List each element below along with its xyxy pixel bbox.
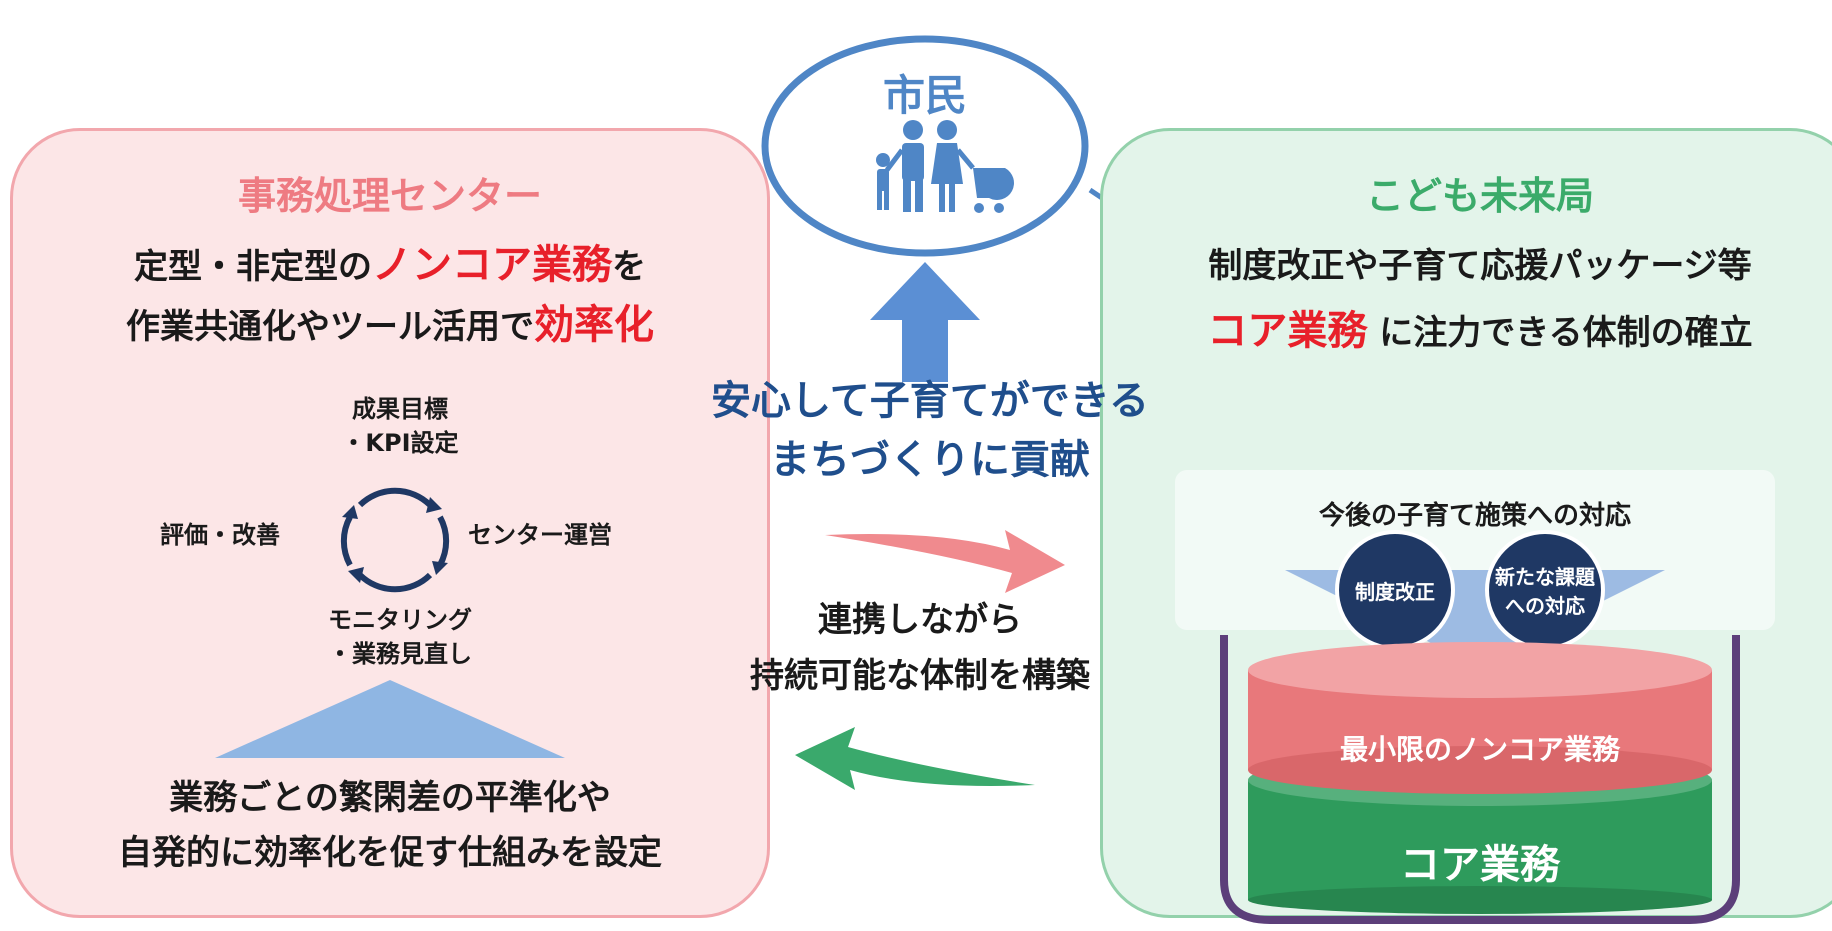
cycle-bottom-line2: ・業務見直し bbox=[328, 640, 472, 668]
right-headline-line2: コア業務 に注力できる体制の確立 bbox=[1100, 298, 1832, 356]
right-headline-line1: 制度改正や子育て応援パッケージ等 bbox=[1208, 246, 1752, 286]
left-panel bbox=[10, 128, 770, 918]
right-curved-arrow bbox=[825, 530, 1065, 593]
left-up-arrow bbox=[215, 680, 565, 758]
cycle-right-label: センター運営 bbox=[468, 521, 612, 549]
left-line1-pre: 定型・非定型の bbox=[134, 247, 372, 287]
policy-header: 今後の子育て施策への対応 bbox=[1318, 501, 1631, 531]
citizen-ellipse bbox=[761, 35, 1089, 257]
contribution-line2: まちづくりに貢献 bbox=[770, 437, 1090, 483]
policy-circle-1: 制度改正 bbox=[1335, 530, 1455, 650]
policy-circle-2-line1: 新たな課題 bbox=[1495, 565, 1595, 589]
left-line1-red: ノンコア業務 bbox=[372, 242, 612, 288]
left-panel-title: 事務処理センター bbox=[237, 174, 542, 218]
policy-circle-2-line2: への対応 bbox=[1505, 594, 1585, 618]
left-line2-red: 効率化 bbox=[534, 302, 654, 348]
policy-circle-1-label: 制度改正 bbox=[1355, 579, 1435, 604]
right-panel-title: こども未来局 bbox=[1365, 174, 1594, 218]
center-up-arrow bbox=[870, 262, 980, 382]
citizen-label: 市民 bbox=[882, 71, 967, 120]
right-line2-red: コア業務 bbox=[1207, 308, 1368, 354]
left-bottom-line1: 業務ごとの繁閑差の平準化や bbox=[169, 778, 611, 818]
left-curved-arrow bbox=[795, 727, 1035, 790]
right-line2-post: に注力できる体制の確立 bbox=[1367, 313, 1753, 353]
cycle-top-line1: 成果目標 bbox=[352, 395, 448, 423]
cycle-bottom-label: モニタリング ・業務見直し bbox=[280, 603, 520, 671]
cycle-top-label: 成果目標 ・KPI設定 bbox=[300, 392, 500, 460]
core-business-stack bbox=[1220, 635, 1740, 924]
left-bottom-line2: 自発的に効率化を促す仕組みを設定 bbox=[118, 833, 662, 873]
core-layer-label: コア業務 bbox=[1400, 842, 1560, 888]
collab-line1: 連携しながら bbox=[818, 600, 1022, 640]
cycle-arrows-icon bbox=[340, 487, 450, 593]
noncore-layer-label: 最小限のノンコア業務 bbox=[1339, 733, 1620, 766]
cycle-top-line2: ・KPI設定 bbox=[341, 429, 459, 457]
left-line2-pre: 作業共通化やツール活用で bbox=[126, 307, 534, 347]
family-icon bbox=[876, 120, 1014, 213]
cycle-left-label: 評価・改善 bbox=[160, 521, 280, 549]
left-line1-post: を bbox=[612, 247, 646, 287]
collab-line2: 持続可能な体制を構築 bbox=[750, 656, 1090, 696]
policy-circle-2: 新たな課題 への対応 bbox=[1485, 530, 1605, 650]
cycle-bottom-line1: モニタリング bbox=[328, 606, 472, 634]
left-headline-line1: 定型・非定型のノンコア業務を bbox=[10, 232, 770, 290]
left-headline-line2: 作業共通化やツール活用で効率化 bbox=[10, 292, 770, 350]
contribution-line1: 安心して子育てができる bbox=[711, 378, 1149, 424]
